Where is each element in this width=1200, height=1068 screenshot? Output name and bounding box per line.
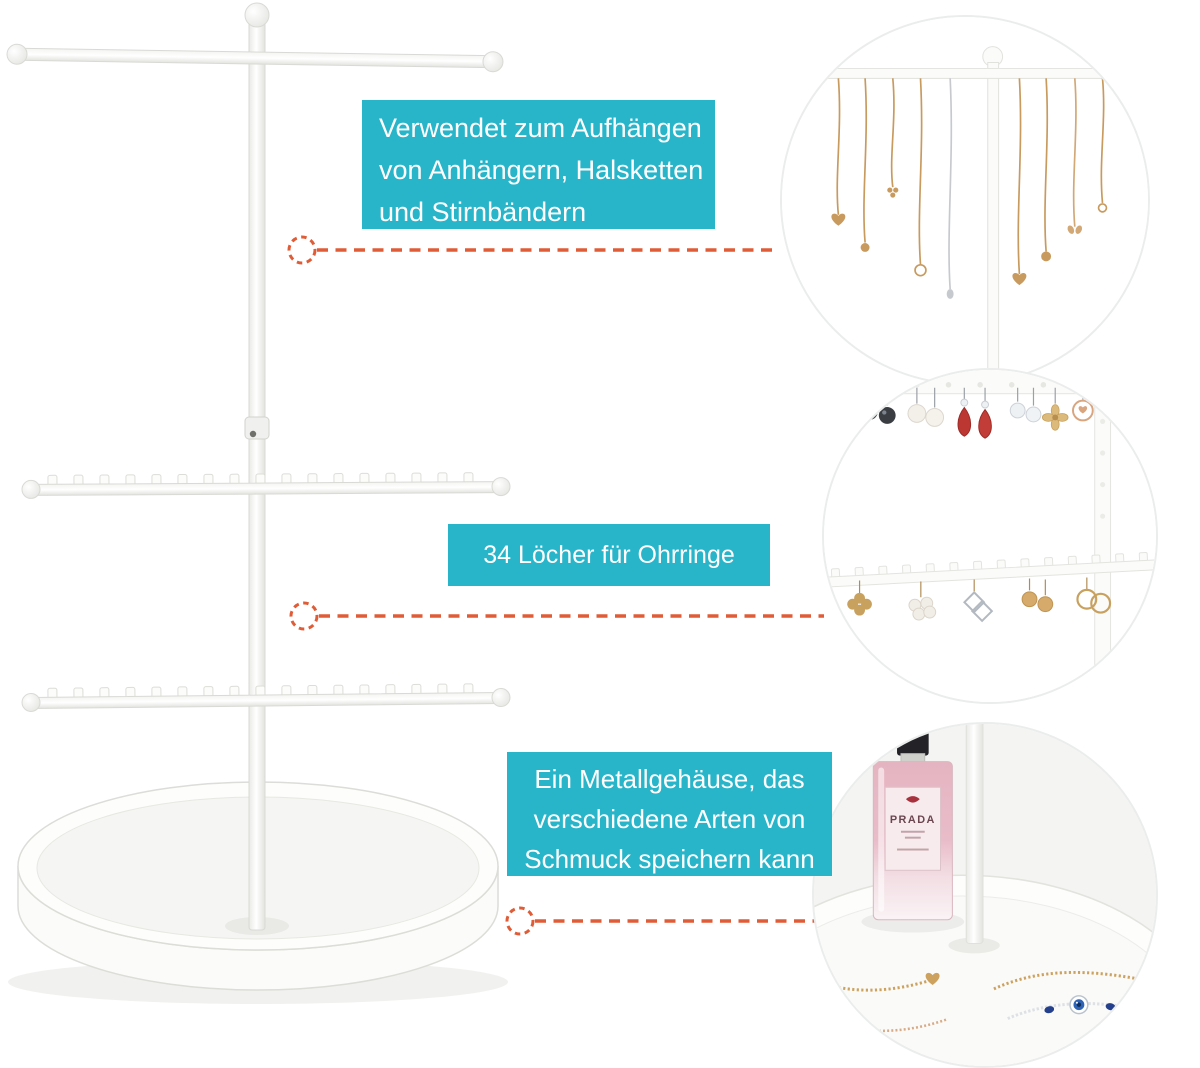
gold-flower-earring-icon (1041, 404, 1069, 431)
detail-photo-tray: PRADA (812, 722, 1158, 1068)
bracelets (814, 970, 1156, 1033)
gold-disc-earrings-icon (1021, 591, 1054, 613)
detail-photo-necklaces (780, 15, 1150, 385)
ring-pendant-icon (914, 263, 927, 277)
callout-earrings: 34 Löcher für Ohrringe (448, 524, 770, 586)
callout-necklaces: Verwendet zum Aufhängen von Anhängern, H… (362, 100, 715, 229)
callout-target-circle (289, 601, 319, 631)
disc-pendant-icon (860, 243, 870, 252)
callout-text-line: Ein Metallgehäuse, das (534, 764, 805, 794)
callout-text-line: Schmuck speichern kann (524, 844, 815, 874)
evil-eye-charm-icon (1044, 995, 1116, 1015)
heart-pendant-icon (831, 213, 846, 226)
callout-storage: Ein Metallgehäuse, das verschiedene Arte… (507, 752, 832, 876)
necklace-chains (836, 78, 1105, 290)
stand-pole (244, 2, 270, 931)
gold-clover-earring-icon (847, 592, 872, 616)
pearl-cluster-earring-icon (908, 596, 937, 621)
callout-text-line: von Anhängern, Halsketten (379, 155, 704, 185)
heart-charm-icon (925, 972, 940, 985)
rose-gold-bracelet (821, 1018, 947, 1033)
gold-hoop-earrings-icon (1076, 588, 1112, 614)
ring-pendant-icon (1097, 203, 1108, 213)
drop-pendant-icon (946, 289, 954, 299)
clover-pendant-icon (887, 187, 899, 198)
lower-comb-bar (824, 552, 1156, 589)
stand-top-bar (6, 43, 504, 73)
stand-lower-earring-bar (21, 683, 511, 712)
callout-text-line: verschiedene Arten von (533, 804, 806, 834)
stand-finial-ball (244, 2, 270, 28)
crystal-ball-earrings-icon (1009, 402, 1042, 423)
callout-target-circle (287, 235, 317, 265)
leader-storage (505, 906, 866, 936)
earrings-closeup (824, 370, 1156, 702)
leader-necklaces (287, 235, 779, 265)
callout-target-circle (505, 906, 535, 936)
butterfly-pendant-icon (1067, 225, 1083, 234)
callout-text-line: 34 Löcher für Ohrringe (483, 540, 735, 569)
stand-height-adjuster (244, 416, 270, 440)
gold-bracelet (993, 970, 1156, 991)
lips-icon (905, 796, 920, 803)
callout-text-line: Verwendet zum Aufhängen (379, 113, 702, 143)
tray-closeup: PRADA (814, 724, 1156, 1066)
earrings-bottom-row (847, 577, 1112, 623)
necklaces-closeup (782, 17, 1148, 383)
callout-leaders (287, 235, 866, 936)
leader-earrings (289, 601, 824, 631)
red-crystal-earrings-icon (957, 398, 992, 439)
detail-photo-earrings (822, 368, 1158, 704)
stand-middle-earring-bar (21, 472, 511, 499)
silver-diamond-earring-icon (963, 591, 994, 623)
callout-text-line: und Stirnbändern (379, 197, 587, 227)
perfume-bottle: PRADA (861, 725, 965, 933)
heart-pendant-icon (1012, 272, 1027, 286)
tray-pole (948, 724, 1000, 954)
necklace-pendants (831, 187, 1108, 299)
disc-pendant-icon (1041, 251, 1052, 262)
perfume-brand-label: PRADA (890, 814, 936, 826)
white-pearl-earrings-icon (907, 404, 945, 427)
rose-gold-ring-earring-icon (1072, 399, 1094, 422)
